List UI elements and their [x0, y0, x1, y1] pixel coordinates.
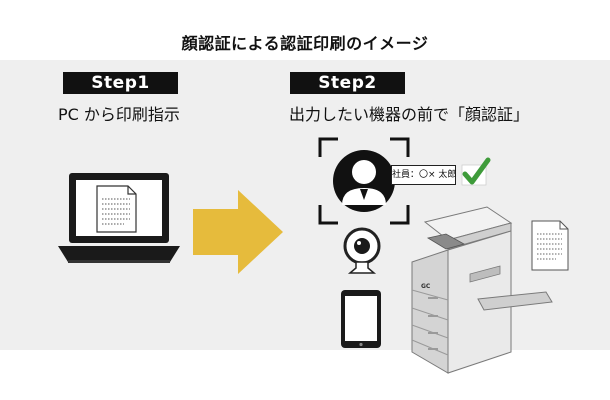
step2-badge: Step2 — [290, 72, 405, 94]
multifunction-printer-icon: GC — [411, 206, 553, 374]
employee-id-label: 社員：〇× 太郎 — [391, 165, 456, 185]
face-scan-frame-icon — [318, 137, 410, 225]
step2-description: 出力したい機器の前で「顔認証」 — [289, 105, 530, 124]
diagram-title: 顔認証による認証印刷のイメージ — [181, 34, 429, 53]
step1-badge: Step1 — [63, 72, 178, 94]
checkmark-icon — [461, 157, 491, 186]
step1-description: PC から印刷指示 — [58, 105, 180, 124]
tablet-icon — [341, 290, 381, 348]
arrow-right-icon — [193, 190, 283, 274]
webcam-icon — [343, 227, 381, 274]
printed-document-icon — [531, 220, 569, 271]
document-icon — [96, 185, 137, 233]
user-avatar-icon — [333, 150, 395, 212]
printer-logo: GC — [421, 283, 431, 290]
